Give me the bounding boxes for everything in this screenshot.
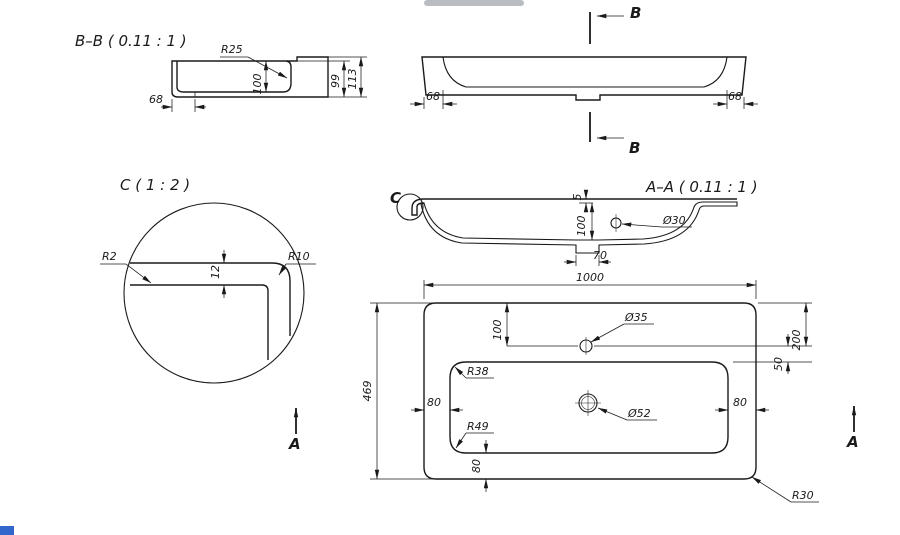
plan-dimensions: 1000 469 100 50 200 Ø35 [361,271,819,503]
view-top-elevation: 68 68 B B [410,4,758,157]
bb-dimensions: R25 100 99 113 68 [149,43,367,112]
dim-label-469: 469 [361,381,374,402]
cut-label-b-top: B [630,4,641,22]
view-section-bb: B–B ( 0.11 : 1 ) R25 100 99 113 68 [75,32,367,112]
top-outline [421,56,747,101]
dim-label-5: 5 [571,194,584,201]
detail-c-title: C ( 1 : 2 ) [120,176,190,194]
dim-label-dia35: Ø35 [624,311,648,324]
dim-label-50: 50 [772,357,785,371]
section-bb-title: B–B ( 0.11 : 1 ) [75,32,187,50]
corner-artifact [0,526,14,535]
dim-label-r10: R10 [288,250,310,263]
basin-inner-edge [442,56,728,88]
dim-label-113: 113 [346,69,359,90]
view-plan: 1000 469 100 50 200 Ø35 [361,271,859,503]
top-view-dimensions: 68 68 [410,90,758,109]
dim-label-200: 200 [790,330,803,351]
dim-label-99: 99 [329,74,342,88]
plan-basin-rect [449,361,729,454]
cut-label-b-bottom: B [629,139,640,157]
detail-c-dimensions: 12 R2 R10 [100,250,316,298]
section-cut-arrow-a-right: A [846,405,859,451]
dim-label-80-left: 80 [427,396,441,409]
view-detail-c: C ( 1 : 2 ) 12 R2 R10 A [100,176,316,453]
aa-left-hook [411,198,425,216]
aa-profile-band [420,201,738,254]
dim-label-12: 12 [209,265,222,279]
section-aa-title: A–A ( 0.11 : 1 ) [645,178,758,196]
detail-callout-circle [396,193,424,221]
dim-label-bb-100: 100 [251,74,264,95]
dim-label-dia30: Ø30 [662,214,686,227]
view-section-aa: A–A ( 0.11 : 1 ) C 5 100 Ø30 70 [390,178,758,266]
dim-label-plan-100: 100 [491,320,504,341]
section-cut-line-bb: B B [589,4,641,157]
dim-label-r49: R49 [467,420,489,433]
dim-label-aa-100: 100 [575,216,588,237]
dim-label-r30: R30 [792,489,814,502]
dim-label-r25: R25 [221,43,243,56]
bb-wall-section [171,56,329,98]
dim-label-68-right: 68 [728,90,742,103]
detail-callout-label: C [390,189,401,207]
dim-label-dia52: Ø52 [627,407,651,420]
dim-label-bb-68: 68 [149,93,163,106]
detail-profile-inner [130,284,269,360]
dim-label-r38: R38 [467,365,489,378]
cut-label-a-right: A [846,433,859,451]
section-cut-arrow-a-left: A [288,407,301,453]
detail-circle [123,202,305,384]
cut-label-a-left: A [288,435,301,453]
dim-label-80-bottom: 80 [470,459,483,473]
dim-label-68-left: 68 [426,90,440,103]
dim-label-70: 70 [593,249,607,262]
plan-outer-rect [423,302,757,480]
dim-label-1000: 1000 [576,271,604,284]
aa-dimensions: 5 100 Ø30 70 [564,189,692,266]
dim-label-80-right: 80 [733,396,747,409]
top-edge-artifact [424,0,524,6]
dim-label-r2: R2 [102,250,117,263]
